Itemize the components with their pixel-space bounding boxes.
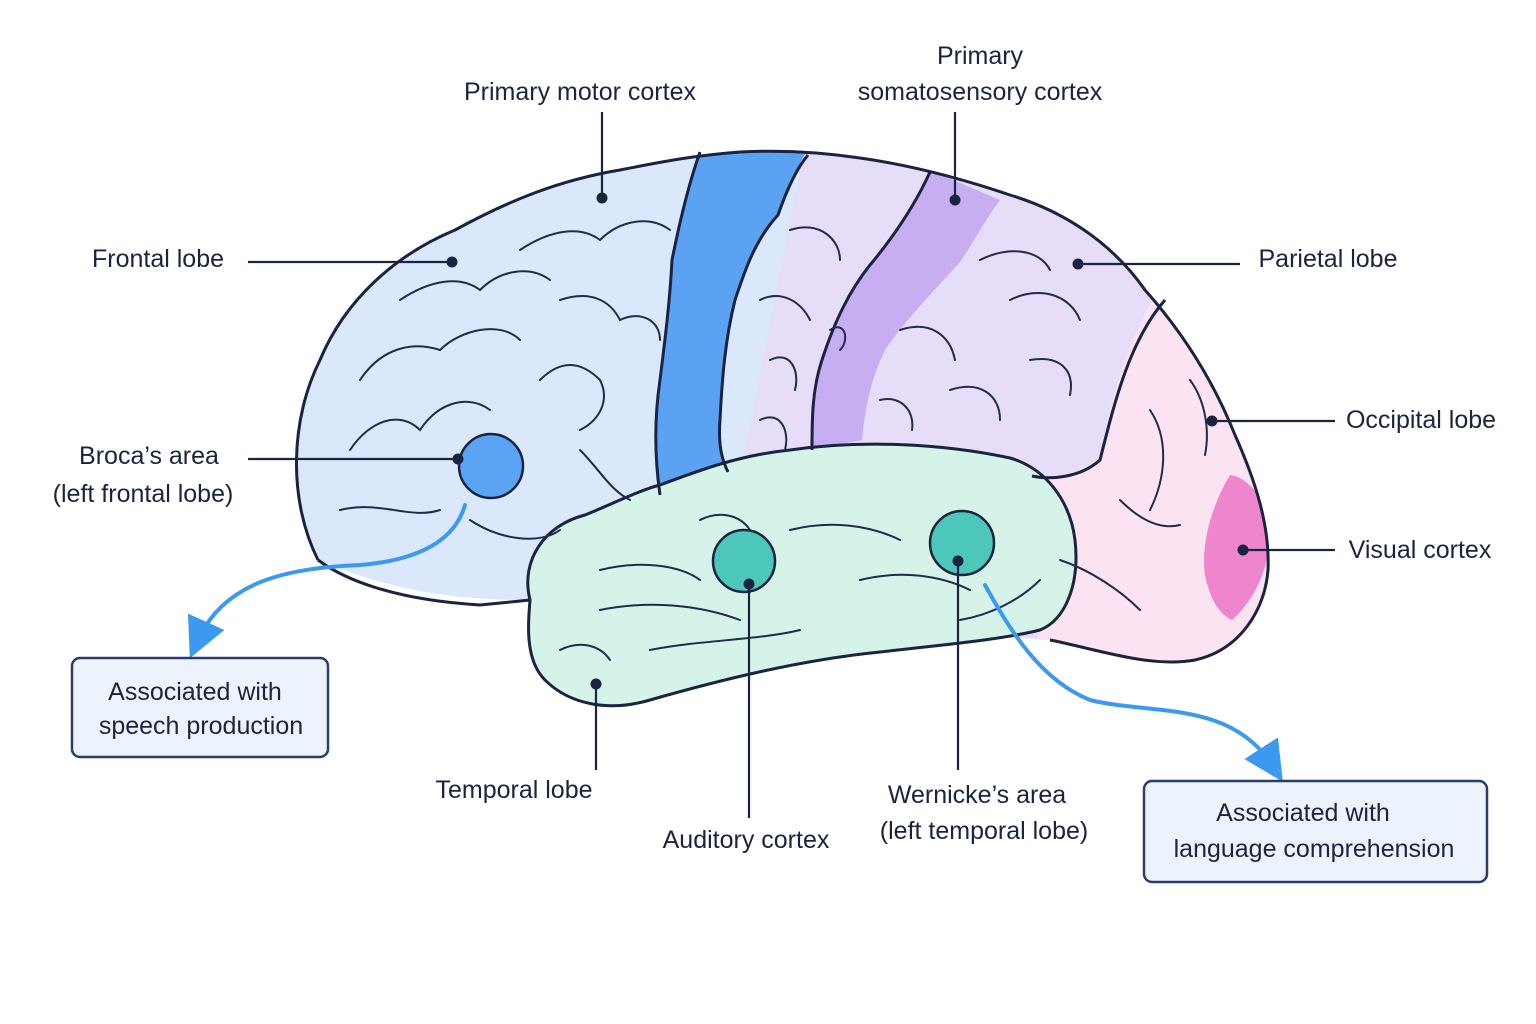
temporal-lobe-label: Temporal lobe bbox=[435, 776, 592, 804]
wernickes-area-label-line1: Wernicke’s area bbox=[888, 781, 1066, 809]
wernicke-note-box: Associated with language comprehension bbox=[1142, 779, 1489, 884]
auditory-cortex-spot bbox=[711, 528, 777, 594]
occipital-lobe-label: Occipital lobe bbox=[1346, 406, 1496, 434]
visual-cortex-region bbox=[1204, 475, 1269, 620]
primary-somatosensory-cortex-label-line2: somatosensory cortex bbox=[858, 78, 1103, 106]
broca-note-box: Associated with speech production bbox=[70, 656, 330, 759]
primary-motor-cortex-label: Primary motor cortex bbox=[464, 78, 696, 106]
motor-border-right bbox=[718, 154, 810, 473]
temporal-lobe-region bbox=[526, 442, 1078, 708]
primary-somatosensory-cortex-region bbox=[810, 170, 1000, 450]
occipital-border bbox=[1031, 299, 1167, 480]
wernicke-note-line1: Associated with bbox=[1216, 799, 1390, 827]
frontal-lobe-label: Frontal lobe bbox=[92, 245, 224, 273]
brain-gyri bbox=[339, 220, 1208, 661]
somatosensory-border-left bbox=[810, 171, 932, 451]
leader-lines bbox=[248, 112, 1335, 818]
parietal-lobe-label: Parietal lobe bbox=[1259, 245, 1398, 273]
wernickes-area-label-line2: (left temporal lobe) bbox=[880, 817, 1088, 845]
wernickes-area-spot bbox=[928, 509, 996, 577]
broca-note-line1: Associated with bbox=[108, 678, 282, 706]
brocas-area-label-line2: (left frontal lobe) bbox=[53, 480, 234, 508]
broca-arrow bbox=[187, 503, 467, 659]
visual-cortex-label: Visual cortex bbox=[1349, 536, 1492, 564]
broca-note-line2: speech production bbox=[99, 712, 303, 740]
primary-somatosensory-cortex-label-line1: Primary bbox=[937, 42, 1024, 70]
wernicke-arrow bbox=[983, 583, 1283, 782]
auditory-cortex-label: Auditory cortex bbox=[663, 826, 830, 854]
primary-motor-cortex-region bbox=[655, 151, 810, 500]
brocas-area-label-line1: Broca’s area bbox=[79, 442, 219, 470]
wernicke-note-line2: language comprehension bbox=[1174, 835, 1455, 863]
brocas-area-spot bbox=[457, 432, 525, 500]
motor-border-left bbox=[654, 151, 702, 496]
